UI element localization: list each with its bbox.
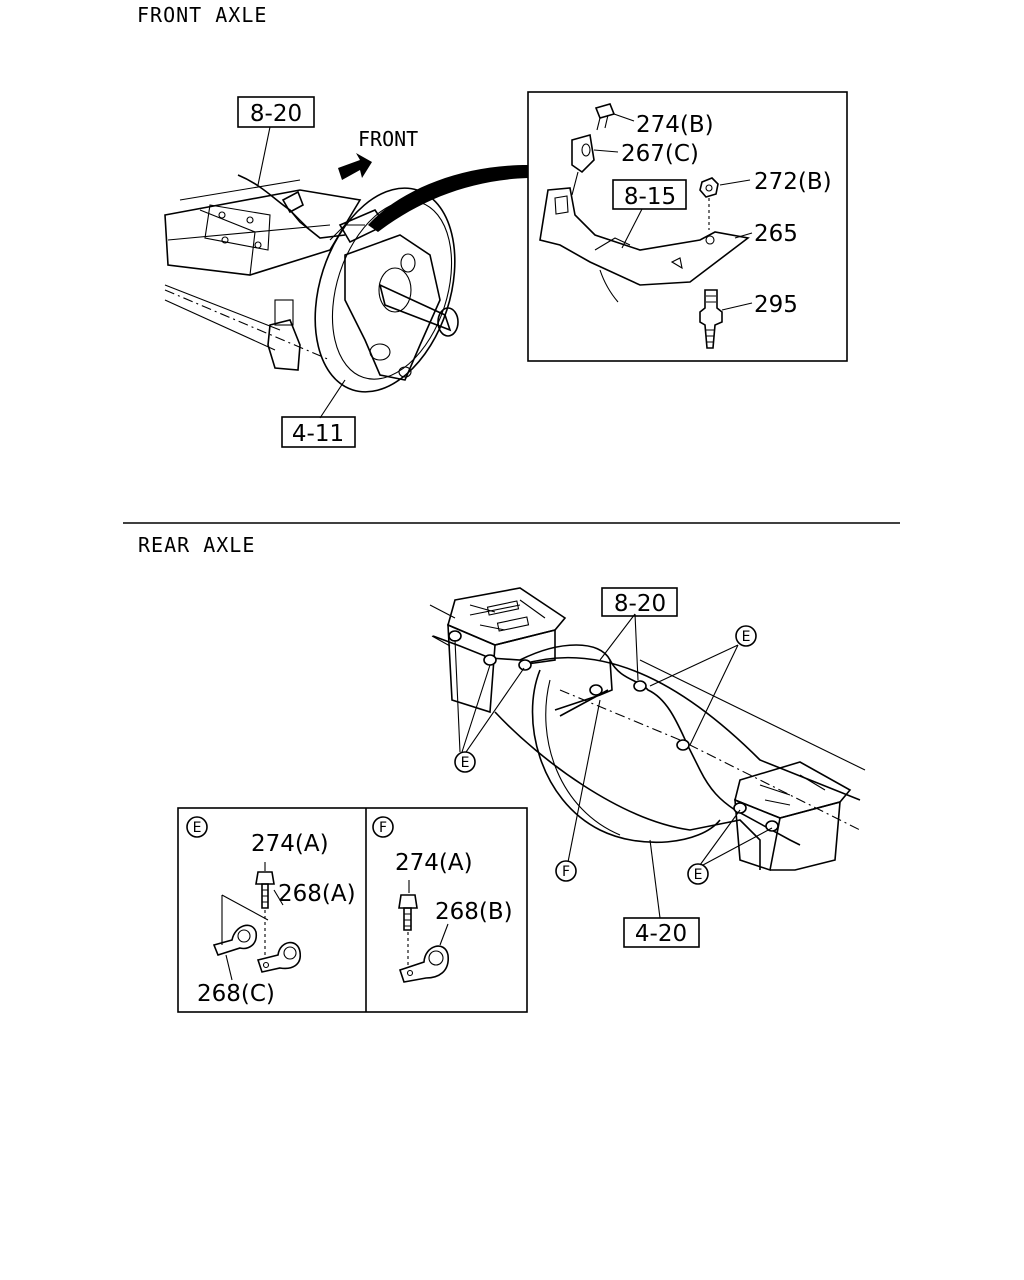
callout-f: F bbox=[555, 860, 577, 882]
detail-f-marker bbox=[372, 816, 394, 838]
front-direction-label: FRONT bbox=[358, 127, 418, 151]
part-274a-f-label: 274(A) bbox=[395, 850, 473, 876]
detail-e: E 274(A) 268(A) 268(C) bbox=[186, 816, 356, 1007]
ref-box-8-20-rear: 8-20 bbox=[601, 587, 678, 617]
part-268a-label: 268(A) bbox=[278, 881, 356, 907]
svg-text:E: E bbox=[193, 820, 202, 836]
rear-detail-panel bbox=[177, 807, 528, 1013]
front-axle-illustration bbox=[164, 126, 528, 419]
part-268c-label: 268(C) bbox=[197, 981, 275, 1007]
ref-box-4-20: 4-20 bbox=[623, 917, 700, 948]
detail-e-marker bbox=[186, 816, 208, 838]
ref-8-20-rear-text: 8-20 bbox=[614, 591, 666, 617]
ref-box-4-11: 4-11 bbox=[281, 416, 356, 448]
rear-axle-illustration bbox=[429, 587, 866, 919]
part-268b-label: 268(B) bbox=[435, 899, 513, 925]
part-274b-label: 274(B) bbox=[636, 112, 714, 138]
ref-8-20-front-text: 8-20 bbox=[250, 101, 302, 127]
callout-e-left: E bbox=[454, 751, 476, 773]
front-detail-panel: 8-15 274(B) 267(C) 272(B) 265 295 bbox=[527, 91, 848, 362]
svg-text:F: F bbox=[379, 820, 387, 836]
ref-8-15-text: 8-15 bbox=[624, 184, 676, 210]
svg-text:E: E bbox=[742, 629, 751, 645]
ref-box-8-20-front: 8-20 bbox=[237, 96, 315, 128]
part-267c-label: 267(C) bbox=[621, 141, 699, 167]
callout-e-bottom-right: E bbox=[687, 863, 709, 885]
svg-text:E: E bbox=[461, 755, 470, 771]
part-274a-e-label: 274(A) bbox=[251, 831, 329, 857]
detail-f: F 274(A) 268(B) bbox=[372, 816, 513, 983]
ref-4-11-text: 4-11 bbox=[292, 421, 344, 447]
part-272b-label: 272(B) bbox=[754, 169, 832, 195]
svg-text:F: F bbox=[562, 864, 570, 880]
front-axle-title: FRONT AXLE bbox=[137, 3, 267, 27]
part-265-label: 265 bbox=[754, 221, 798, 247]
part-295-label: 295 bbox=[754, 292, 798, 318]
svg-text:E: E bbox=[694, 867, 703, 883]
rear-axle-title: REAR AXLE bbox=[138, 533, 255, 557]
ref-4-20-text: 4-20 bbox=[635, 921, 687, 947]
callout-e-top-right: E bbox=[735, 625, 757, 647]
front-direction-indicator: FRONT bbox=[338, 127, 418, 180]
